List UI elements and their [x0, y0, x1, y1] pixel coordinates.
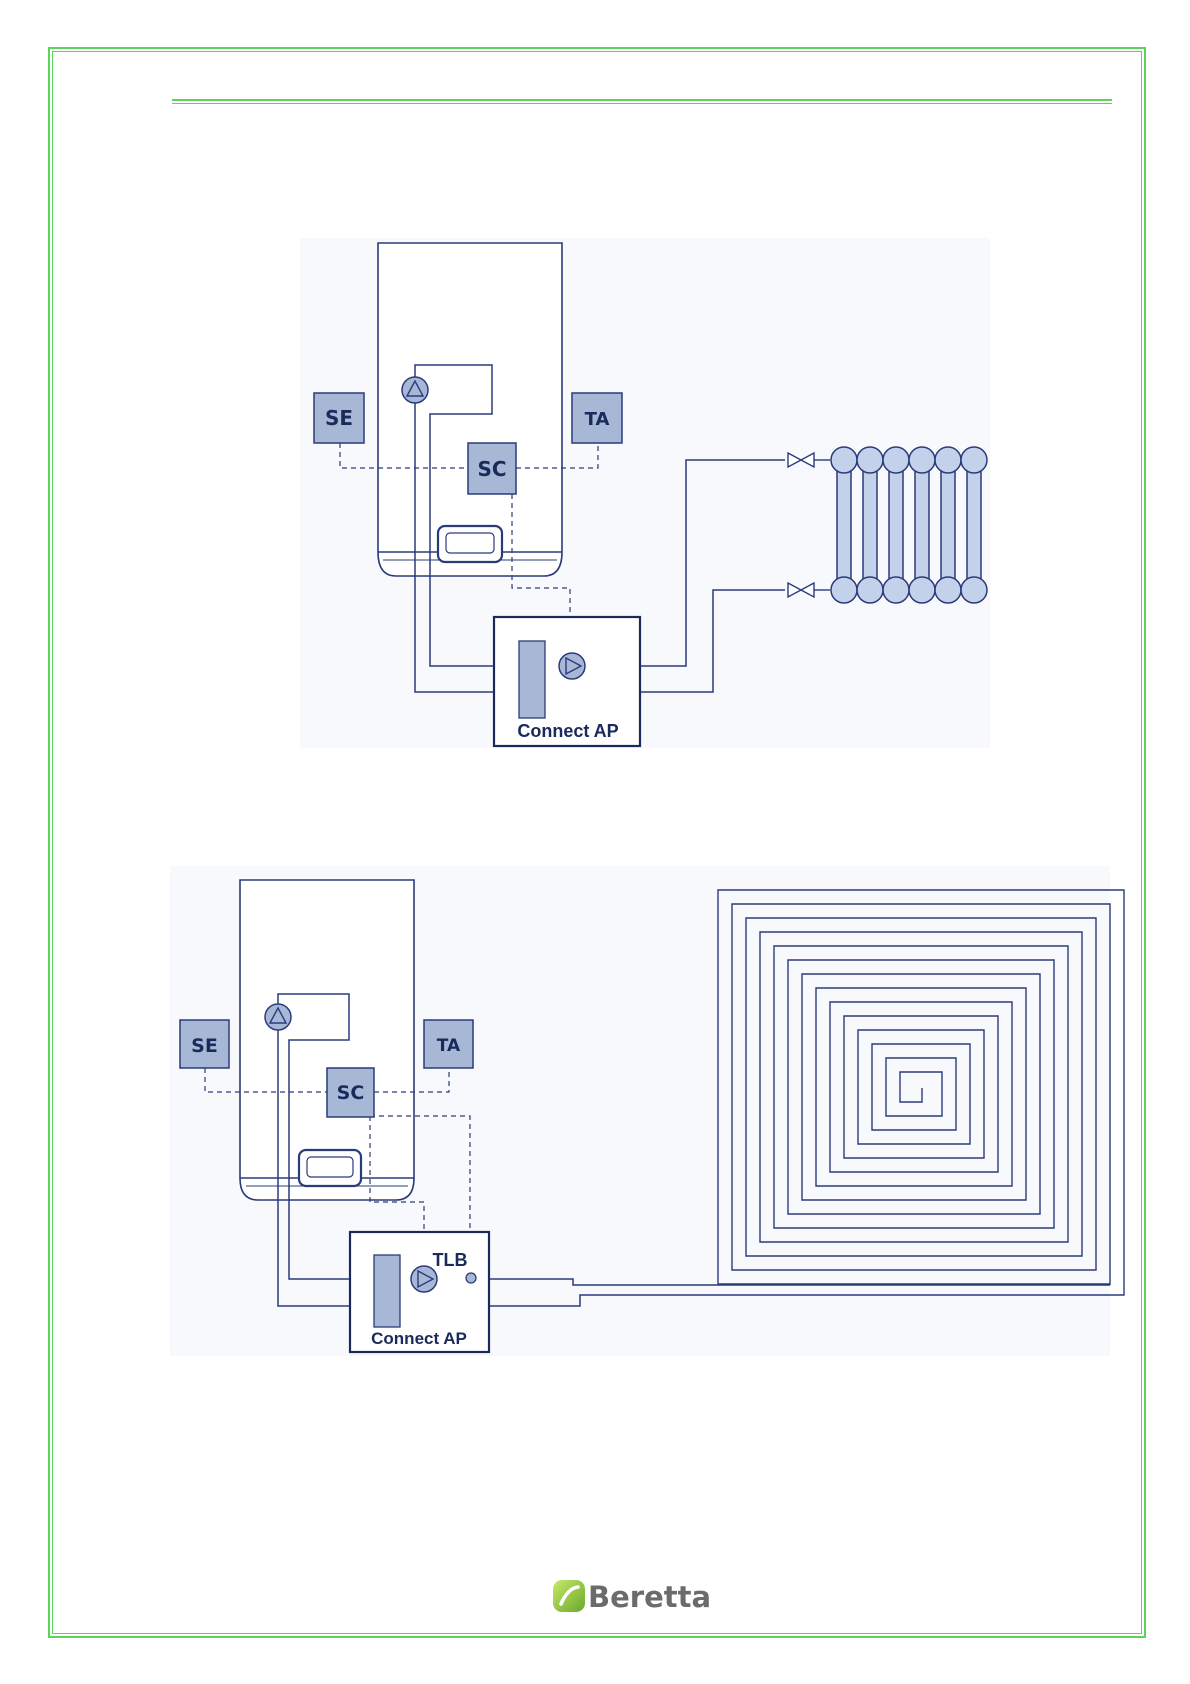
boiler-pump-icon: [402, 377, 428, 403]
beretta-logo-text: Beretta: [588, 1580, 711, 1614]
boiler-pump-icon-2: [265, 1004, 291, 1030]
hydraulic-separator: [519, 641, 545, 718]
boiler-display-panel-2: [299, 1150, 361, 1186]
connect-ap-module: Connect AP: [494, 617, 640, 746]
se-sensor-box: SE: [314, 393, 364, 443]
diagram-radiator-system: SE TA SC Connect AP: [300, 238, 990, 748]
module-pump-icon: [559, 653, 585, 679]
sc-label-2: SC: [337, 1082, 365, 1104]
ta-label-2: TA: [437, 1036, 461, 1056]
se-sensor-box-2: SE: [180, 1020, 229, 1068]
boiler-unit: [378, 243, 562, 576]
ta-label: TA: [585, 409, 610, 430]
connect-ap-module-2: TLB Connect AP: [350, 1232, 489, 1352]
ta-thermostat-box-2: TA: [424, 1020, 473, 1068]
boiler-display-panel: [438, 526, 502, 562]
beretta-logo-icon: [553, 1580, 585, 1612]
hydraulic-separator-2: [374, 1255, 400, 1327]
se-label: SE: [325, 406, 353, 430]
beretta-logo: Beretta: [553, 1580, 711, 1614]
se-label-2: SE: [191, 1035, 218, 1057]
sc-control-box: SC: [468, 443, 516, 494]
sc-control-box-2: SC: [327, 1068, 374, 1117]
connect-ap-label-2: Connect AP: [371, 1329, 467, 1348]
tlb-sensor-dot: [466, 1273, 476, 1283]
ta-thermostat-box: TA: [572, 393, 622, 443]
diagram-underfloor-system: SE TA SC TLB Connect AP: [170, 866, 1124, 1356]
connect-ap-label: Connect AP: [517, 721, 618, 741]
sc-label: SC: [477, 457, 506, 481]
tlb-label: TLB: [433, 1250, 468, 1270]
